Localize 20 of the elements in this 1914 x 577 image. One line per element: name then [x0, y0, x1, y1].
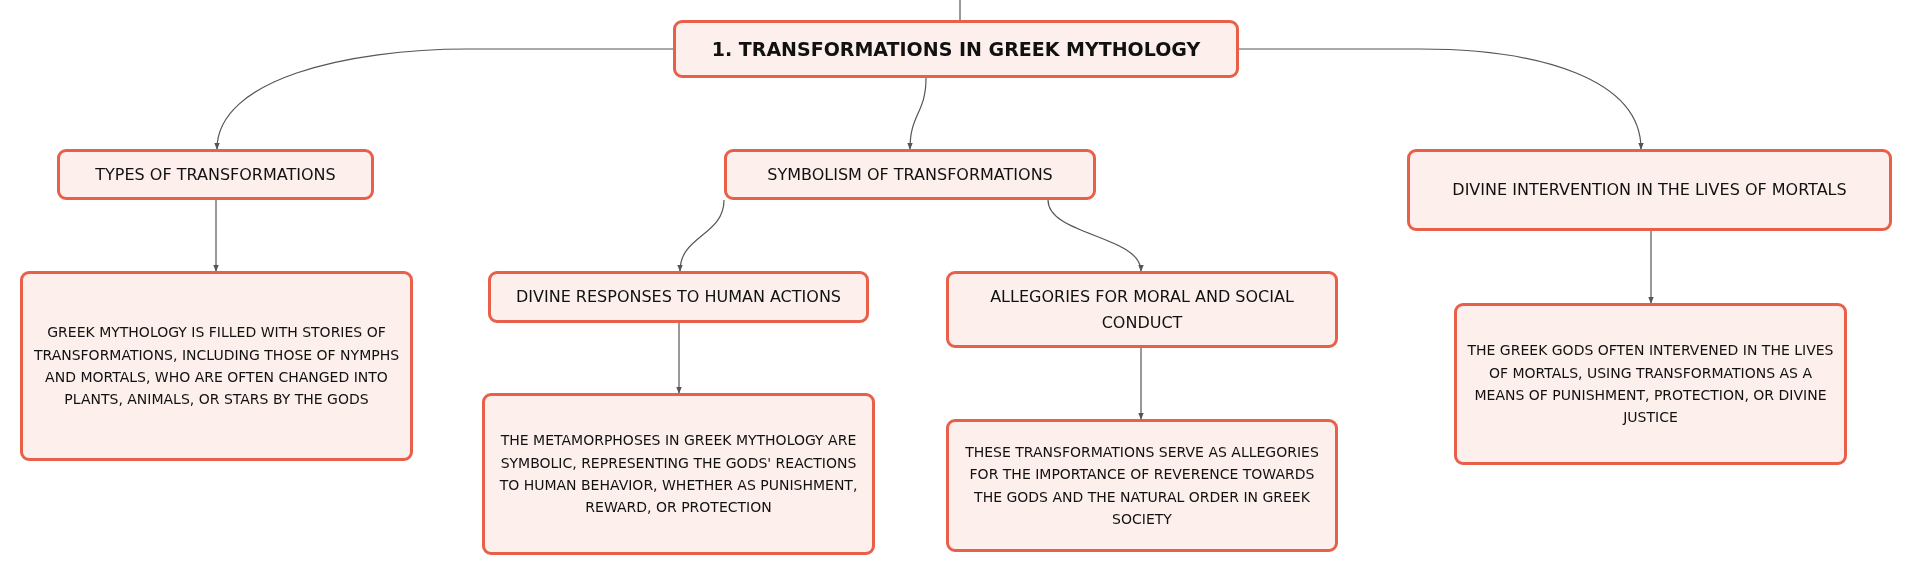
description-box: THESE TRANSFORMATIONS SERVE AS ALLEGORIES FOR THE IMPORTANCE OF REVERENCE TOWARDS THE GODS AND THE NATURAL ORDER IN GREEK SOCIETY — [946, 419, 1338, 552]
connector — [677, 199, 725, 272]
topic-box: 1. TRANSFORMATIONS IN GREEK MYTHOLOGY — [673, 20, 1239, 78]
connector — [907, 77, 927, 150]
connector — [215, 48, 674, 150]
subtopic-box: DIVINE RESPONSES TO HUMAN ACTIONS — [488, 271, 869, 323]
description-box: THE GREEK GODS OFTEN INTERVENED IN THE LIVES OF MORTALS, USING TRANSFORMATIONS AS A MEANS OF PUNISHMENT, PROTECTION, OR DIVINE JUSTICE — [1454, 303, 1847, 465]
description-box: GREEK MYTHOLOGY IS FILLED WITH STORIES OF TRANSFORMATIONS, INCLUDING THOSE OF NYMPHS AND MORTALS, WHO ARE OFTEN CHANGED INTO PLANTS, ANIMALS, OR STARS BY THE GODS — [20, 271, 413, 461]
connector — [1238, 48, 1644, 150]
subtopic-box: SYMBOLISM OF TRANSFORMATIONS — [724, 149, 1096, 200]
description-box: THE METAMORPHOSES IN GREEK MYTHOLOGY ARE SYMBOLIC, REPRESENTING THE GODS' REACTIONS TO HUMAN BEHAVIOR, WHETHER AS PUNISHMENT, REWARD, OR PROTECTION — [482, 393, 875, 555]
connector — [213, 199, 219, 272]
connector — [676, 322, 682, 394]
subtopic-box: TYPES OF TRANSFORMATIONS — [57, 149, 374, 200]
subtopic-box: ALLEGORIES FOR MORAL AND SOCIAL CONDUCT — [946, 271, 1338, 348]
subtopic-box: DIVINE INTERVENTION IN THE LIVES OF MORTALS — [1407, 149, 1892, 231]
connector — [1648, 230, 1654, 304]
connector — [1047, 199, 1143, 272]
connector — [1138, 347, 1144, 420]
connector — [959, 0, 961, 21]
